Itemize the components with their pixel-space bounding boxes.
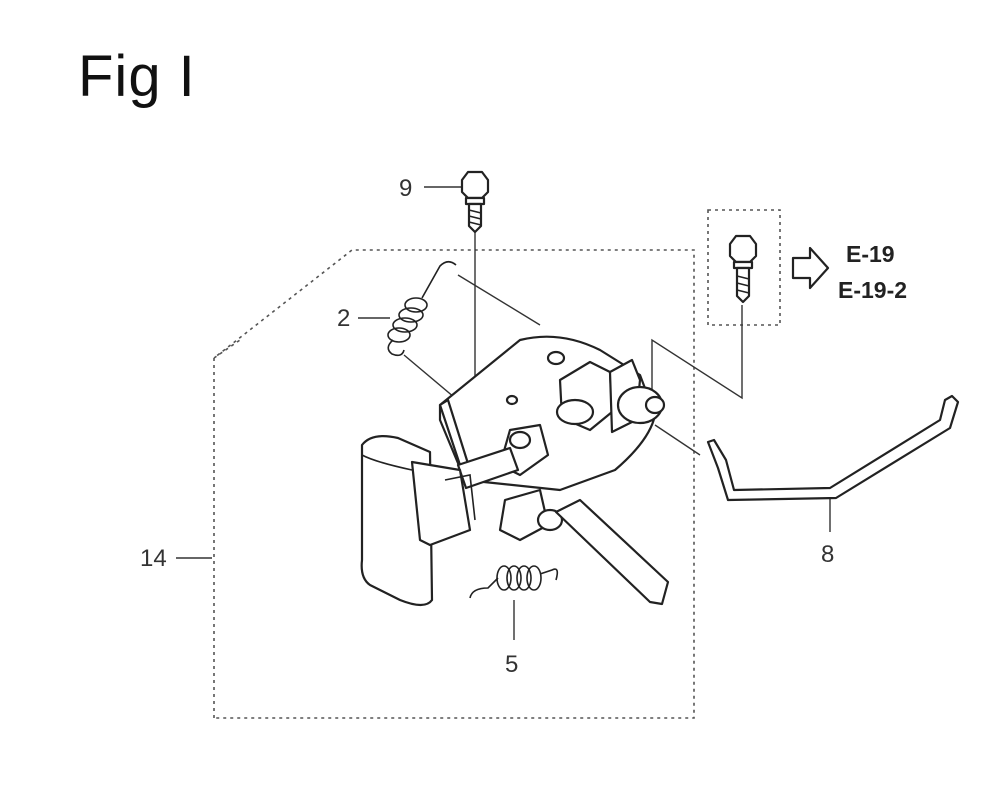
spring-2 bbox=[387, 260, 457, 357]
assembly-frame-inner-step bbox=[213, 339, 241, 359]
reference-line-1: E-19 bbox=[846, 241, 895, 267]
leader-bolt-ref bbox=[651, 305, 743, 400]
governor-bracket bbox=[438, 335, 666, 542]
rod-8 bbox=[706, 394, 960, 502]
reference-arrow-icon bbox=[791, 246, 830, 290]
callout-2: 2 bbox=[337, 305, 350, 332]
bolt-9 bbox=[460, 170, 490, 234]
callout-14: 14 bbox=[140, 545, 167, 572]
callout-9: 9 bbox=[399, 175, 412, 202]
throttle-lever bbox=[554, 498, 670, 606]
callout-5: 5 bbox=[505, 651, 518, 678]
leader-2-top bbox=[457, 274, 541, 326]
reference-line-2: E-19-2 bbox=[838, 277, 907, 303]
reference-box bbox=[707, 209, 781, 326]
callout-8: 8 bbox=[821, 541, 834, 568]
reference-bolt bbox=[728, 234, 758, 304]
leader-rod bbox=[654, 424, 701, 456]
figure-title: Fig I bbox=[78, 44, 196, 109]
control-housing-14 bbox=[360, 435, 476, 607]
spring-5 bbox=[469, 565, 559, 599]
